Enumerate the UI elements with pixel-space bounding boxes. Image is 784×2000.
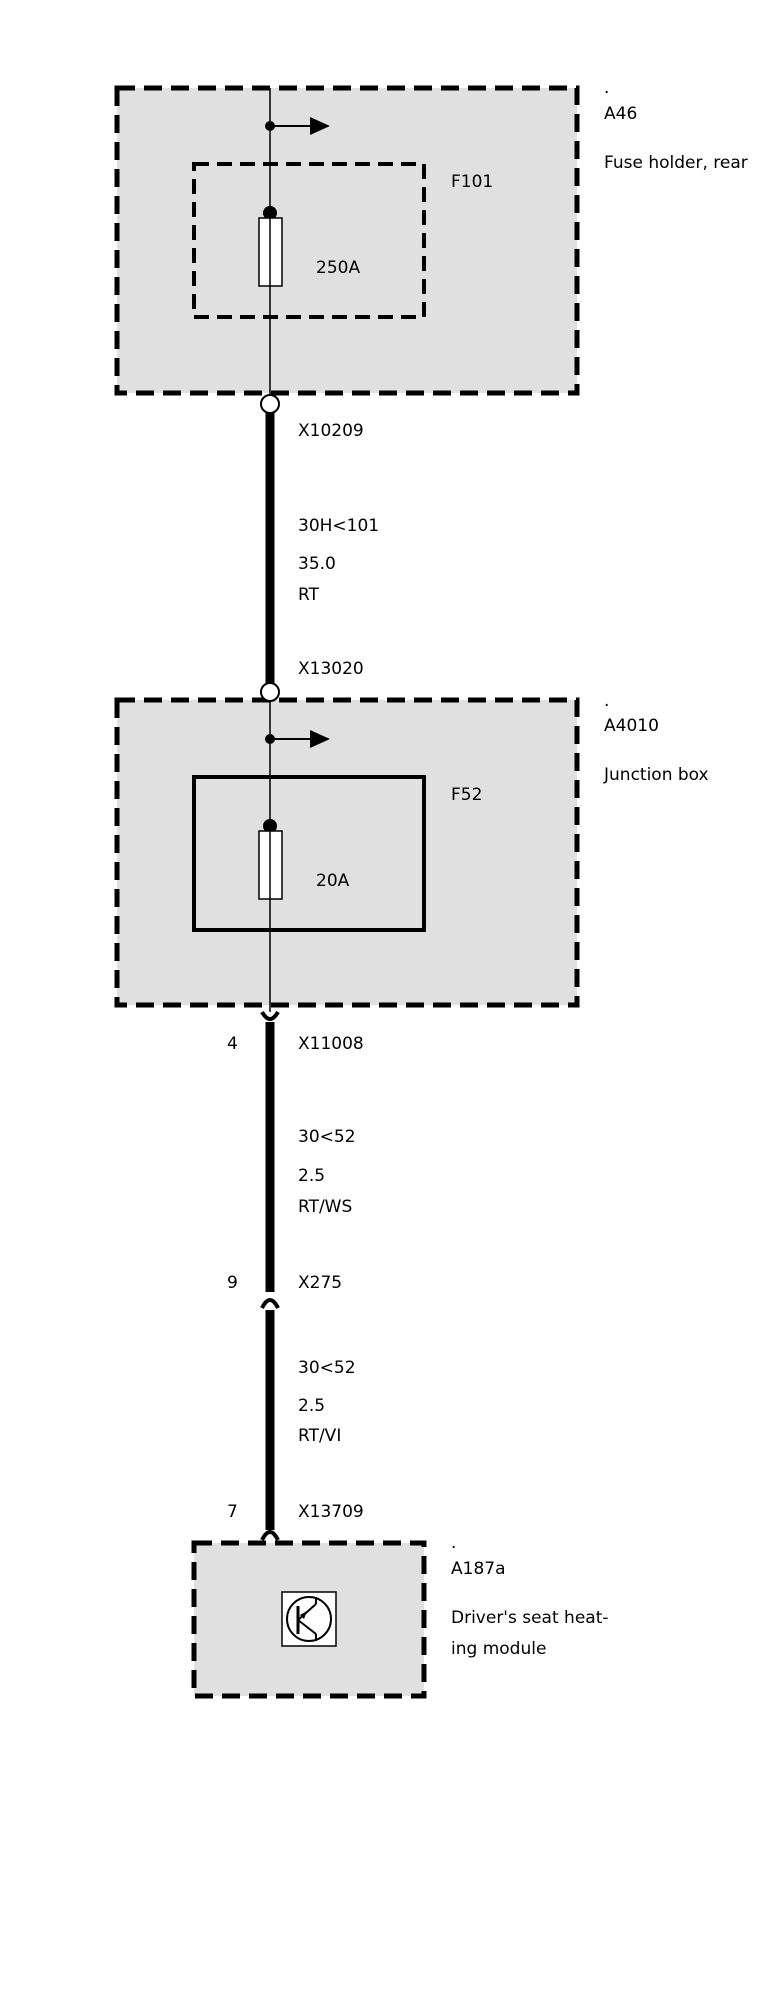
x13020-id: X13020 <box>298 659 364 679</box>
a4010-description: Junction box <box>603 765 709 785</box>
wire-30-52-rt-vi: 30<52 2.5 RT/VI <box>265 1310 356 1530</box>
wire-30-52-rt-ws: 30<52 2.5 RT/WS <box>265 1022 356 1292</box>
fuse-f101: F101 250A <box>192 162 493 319</box>
a46-id: A46 <box>604 104 637 124</box>
x11008-pin: 4 <box>227 1034 238 1054</box>
connector-x13020: X13020 <box>260 659 364 702</box>
a4010-housing-box <box>114 697 580 1008</box>
a46-description: Fuse holder, rear <box>604 153 748 173</box>
wire1-size: 35.0 <box>298 554 336 574</box>
f101-rating: 250A <box>316 258 360 278</box>
x13709-symbol <box>260 1530 280 1541</box>
wire2-circuit: 30<52 <box>298 1127 356 1147</box>
a4010-id: A4010 <box>604 716 659 736</box>
x10209-symbol <box>260 394 280 414</box>
wire3-color: RT/VI <box>298 1426 341 1446</box>
x13709-id: X13709 <box>298 1502 364 1522</box>
x11008-id: X11008 <box>298 1034 364 1054</box>
connector-x10209: X10209 <box>260 394 364 441</box>
x13020-symbol <box>260 682 280 702</box>
a4010-marker: . <box>604 691 609 711</box>
x10209-id: X10209 <box>298 421 364 441</box>
f101-id: F101 <box>451 172 493 192</box>
connector-x11008: 4 X11008 <box>227 1010 364 1054</box>
transistor-icon <box>281 1591 337 1647</box>
wire3-circuit: 30<52 <box>298 1358 356 1378</box>
a187a-id: A187a <box>451 1559 506 1579</box>
f52-rating: 20A <box>316 871 350 891</box>
a187a-description-line1: Driver's seat heat- <box>451 1608 609 1628</box>
f52-terminal <box>263 819 277 833</box>
x275-symbol <box>260 1298 280 1309</box>
x11008-symbol <box>260 1010 280 1021</box>
connector-x13709: 7 X13709 <box>227 1502 364 1541</box>
a4010-continuation-arrow <box>265 730 330 748</box>
a46-marker: . <box>604 78 609 98</box>
fuse-f52: F52 20A <box>192 775 482 932</box>
f52-id: F52 <box>451 785 482 805</box>
a187a-marker: . <box>451 1533 456 1553</box>
f52-box <box>192 775 426 932</box>
x275-pin: 9 <box>227 1273 238 1293</box>
wire1-circuit: 30H<101 <box>298 516 379 536</box>
a46-continuation-arrow <box>265 117 330 135</box>
component-a187a: . A187a Driver's seat heat- ing module <box>191 1533 609 1699</box>
a187a-description-line2: ing module <box>451 1639 546 1659</box>
wire1-color: RT <box>298 585 320 605</box>
component-a46: . A46 Fuse holder, rear <box>114 78 748 396</box>
x275-id: X275 <box>298 1273 342 1293</box>
wire-30h-101: 30H<101 35.0 RT <box>265 413 379 683</box>
wire3-size: 2.5 <box>298 1396 325 1416</box>
f101-box <box>192 162 426 319</box>
x13709-pin: 7 <box>227 1502 238 1522</box>
f101-terminal <box>263 206 277 220</box>
wire2-color: RT/WS <box>298 1197 352 1217</box>
wire2-size: 2.5 <box>298 1166 325 1186</box>
a46-housing-box <box>114 85 580 396</box>
connector-x275: 9 X275 <box>227 1273 342 1309</box>
a187a-housing-box <box>191 1540 427 1699</box>
component-a4010: . A4010 Junction box <box>114 691 709 1008</box>
